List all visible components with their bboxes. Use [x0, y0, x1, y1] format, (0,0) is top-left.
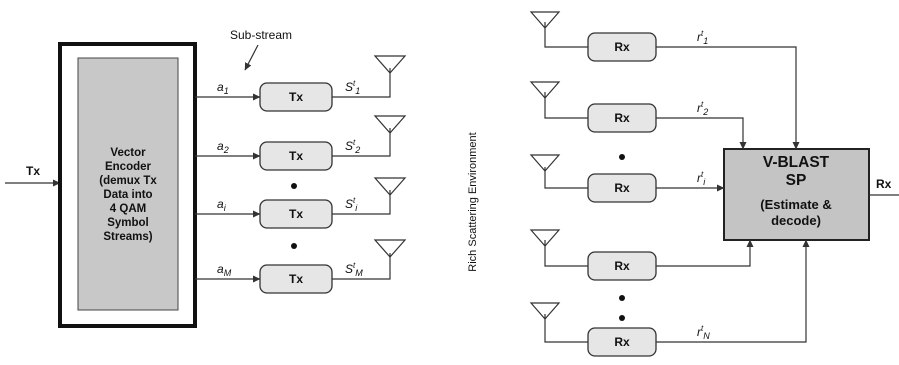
- rx-signal-path-1: [656, 46, 800, 150]
- r-label-3: rti: [697, 170, 706, 187]
- s-label-2: St2: [345, 138, 360, 155]
- a-label-1: a1: [217, 80, 229, 96]
- antenna-icon: [373, 239, 407, 258]
- encoder-line-5: 4 QAM: [110, 203, 146, 215]
- antenna-icon: [529, 11, 561, 29]
- ellipsis-dot: [619, 295, 625, 301]
- processor-line-3: (Estimate &: [760, 197, 832, 212]
- tx-antenna-feed-1: [332, 68, 391, 98]
- a-label-2: a2: [217, 139, 229, 155]
- s-label-1: St1: [345, 79, 360, 96]
- encoder-line-2: Encoder: [105, 161, 152, 173]
- antenna-icon: [529, 229, 561, 247]
- antenna-icon: [529, 302, 561, 320]
- s-label-4: StM: [345, 261, 363, 278]
- processor-line-4: decode): [771, 213, 821, 228]
- tx-block-1-label: Tx: [289, 90, 303, 104]
- vblast-processor-box: [723, 148, 870, 241]
- encoder-line-3: (demux Tx: [99, 175, 157, 187]
- antenna-icon: [373, 177, 407, 196]
- substream-pointer-arrow: [244, 44, 259, 71]
- ellipsis-dot: [291, 183, 297, 189]
- rx-antenna-feed-1: [544, 22, 588, 48]
- r-label-2: rt2: [697, 100, 708, 117]
- a-label-4: aM: [217, 262, 232, 278]
- rx-antenna-feed-3: [544, 167, 588, 189]
- r-label-1: rt1: [697, 29, 708, 46]
- rx-signal-path-4: [656, 239, 754, 267]
- tx-input-label: Tx: [26, 164, 40, 178]
- antenna-icon: [529, 154, 561, 172]
- encoder-line-4: Data into: [103, 189, 152, 201]
- antenna-icon: [373, 115, 407, 134]
- rx-block-5-label: Rx: [614, 335, 630, 349]
- encoder-line-1: Vector: [110, 147, 146, 159]
- tx-antenna-feed-3: [332, 190, 391, 215]
- vector-encoder-box: [77, 57, 179, 311]
- processor-line-1: V-BLAST: [763, 154, 830, 171]
- rx-output-label: Rx: [876, 177, 892, 191]
- rx-block-2-label: Rx: [614, 111, 630, 125]
- tx-block-3-label: Tx: [289, 207, 303, 221]
- antenna-icon: [373, 55, 407, 74]
- tx-block-4-label: Tx: [289, 272, 303, 286]
- tx-block-2-label: Tx: [289, 149, 303, 163]
- tx-antenna-feed-2: [332, 128, 391, 157]
- a-label-3: ai: [217, 197, 227, 213]
- rx-antenna-feed-4: [544, 240, 588, 267]
- substream-label: Sub-stream: [230, 28, 292, 42]
- rx-block-1-label: Rx: [614, 40, 630, 54]
- s-label-3: Sti: [345, 196, 358, 213]
- processor-line-2: SP: [786, 172, 807, 189]
- antenna-icon: [529, 81, 561, 99]
- rx-antenna-feed-5: [544, 314, 588, 343]
- rx-block-3-label: Rx: [614, 181, 630, 195]
- ellipsis-dot: [291, 243, 297, 249]
- encoder-line-6: Symbol: [107, 217, 149, 229]
- rx-signal-path-5: [656, 239, 810, 343]
- ellipsis-dot: [619, 315, 625, 321]
- channel-label: Rich Scattering Environment: [467, 132, 479, 271]
- r-label-5: rtN: [697, 324, 710, 341]
- rx-signal-path-2: [656, 117, 747, 150]
- rx-antenna-feed-2: [544, 92, 588, 119]
- encoder-line-7: Streams): [103, 231, 152, 243]
- ellipsis-dot: [619, 154, 625, 160]
- rx-block-4-label: Rx: [614, 259, 630, 273]
- tx-antenna-feed-4: [332, 253, 391, 280]
